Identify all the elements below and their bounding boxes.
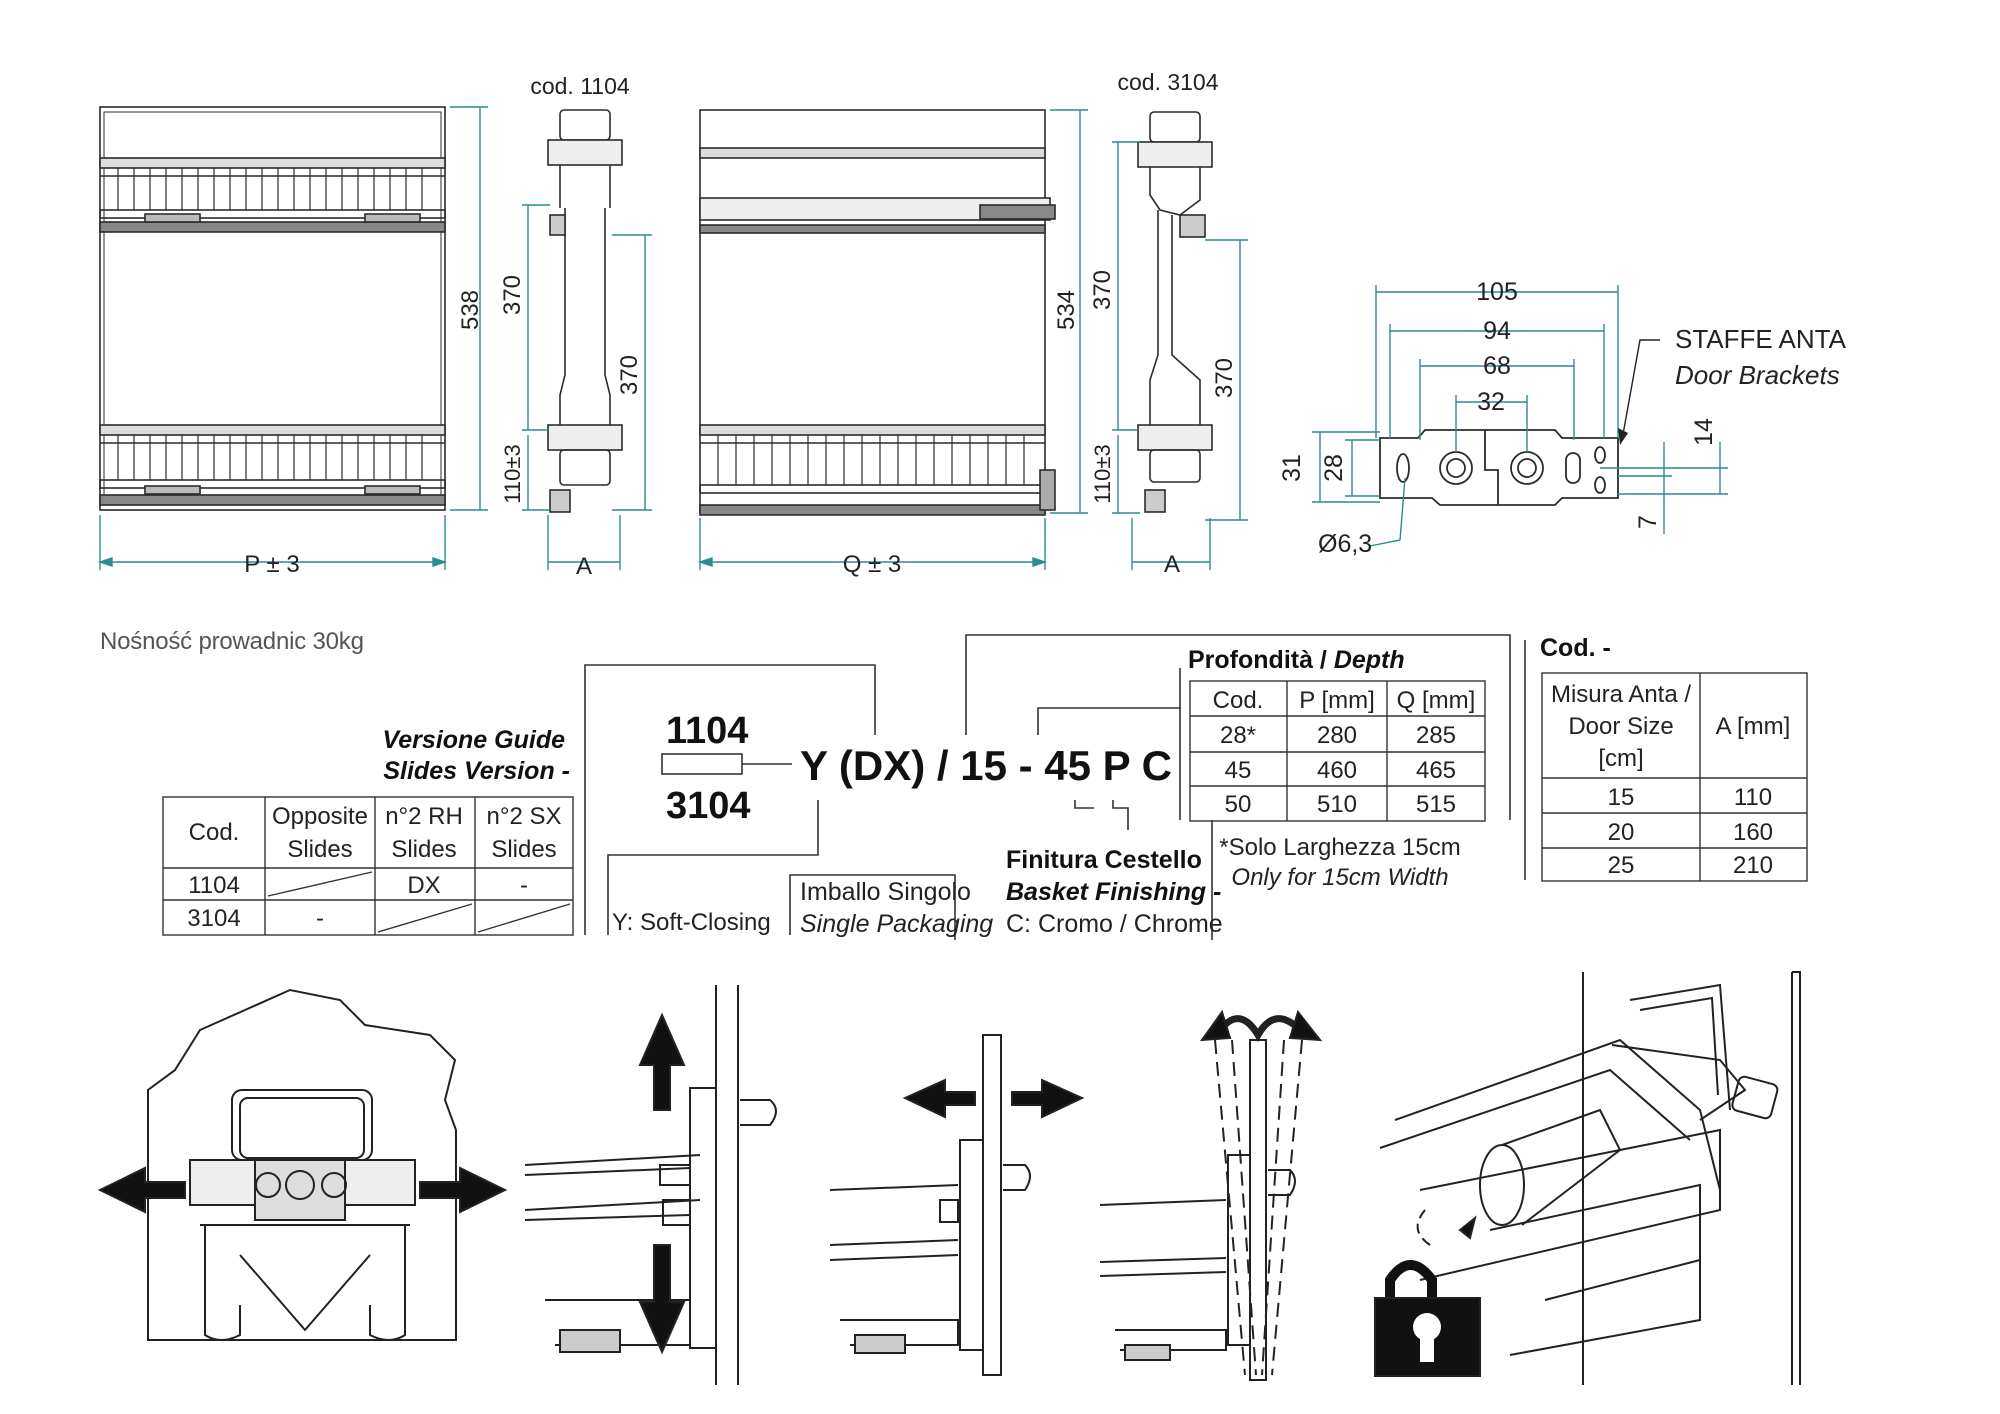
bracket-dim-32: 32 xyxy=(1477,388,1505,416)
basket-front-view-1104 xyxy=(99,106,446,511)
basket-front-view-3104 xyxy=(699,109,1056,516)
dim-370-b: 370 xyxy=(616,355,643,395)
depth-r3-cod: 50 xyxy=(1225,791,1252,818)
dim-370-d: 370 xyxy=(1211,358,1238,398)
finish-en: Basket Finishing - xyxy=(1006,878,1221,906)
bracket-dim-7: 7 xyxy=(1634,515,1662,529)
depth-h-q: Q [mm] xyxy=(1397,687,1476,714)
code-label-1104: cod. 1104 xyxy=(530,73,630,99)
bracket-dim-28: 28 xyxy=(1320,454,1348,482)
side-view-3104 xyxy=(1137,111,1213,513)
sv-r1-rh: DX xyxy=(407,872,440,899)
depth-r3-q: 515 xyxy=(1416,791,1456,818)
sv-h-opp-1: Opposite xyxy=(272,803,368,830)
bracket-dim-105: 105 xyxy=(1476,278,1518,306)
sv-r1-sx: - xyxy=(520,872,528,899)
dimensions-1104 xyxy=(97,106,488,570)
door-h-1c: [cm] xyxy=(1598,745,1643,772)
bracket-title: STAFFE ANTA xyxy=(1675,324,1847,354)
door-r1-size: 15 xyxy=(1608,784,1635,811)
side-dims-1104 xyxy=(522,204,652,570)
sv-r1-cod: 1104 xyxy=(188,872,240,899)
side-view-1104 xyxy=(547,109,623,513)
bracket-dim-68: 68 xyxy=(1483,352,1511,380)
bracket-subtitle: Door Brackets xyxy=(1675,360,1840,390)
depth-h-p: P [mm] xyxy=(1299,687,1375,714)
code-label-3104: cod. 3104 xyxy=(1117,69,1218,95)
depth-r2-cod: 45 xyxy=(1225,757,1252,784)
door-h-1a: Misura Anta / xyxy=(1551,681,1691,708)
door-bracket-drawing xyxy=(1379,429,1619,506)
door-h-1b: Door Size xyxy=(1568,713,1673,740)
guide-load-note: Nośność prowadnic 30kg xyxy=(100,628,364,655)
slides-version-table xyxy=(162,796,574,936)
soft-closing: Y: Soft-Closing xyxy=(612,909,771,936)
bracket-dimensions xyxy=(1312,285,1728,547)
door-r3-size: 25 xyxy=(1608,852,1635,879)
code-suffix: Y (DX) / 15 - 45 P C xyxy=(800,742,1172,789)
depth-r3-p: 510 xyxy=(1317,791,1357,818)
code-3104: 3104 xyxy=(666,785,751,827)
slides-version-title-it: Versione Guide xyxy=(383,726,566,754)
depth-title: Profondità / Depth xyxy=(1188,646,1405,674)
tilt-adjustment-illustration xyxy=(1099,1009,1323,1381)
dim-a-1: A xyxy=(576,553,592,580)
sv-h-cod: Cod. xyxy=(189,819,240,846)
code-scheme: 1104 3104 Y (DX) / 15 - 45 P C Versione … xyxy=(160,630,1820,940)
depth-r1-p: 280 xyxy=(1317,722,1357,749)
bracket-dim-31: 31 xyxy=(1278,454,1306,482)
bracket-dim-14: 14 xyxy=(1690,418,1718,446)
depth-table xyxy=(1189,680,1486,822)
dim-534: 534 xyxy=(1053,290,1080,330)
bracket-hole: Ø6,3 xyxy=(1318,530,1372,558)
lateral-adjustment-illustration xyxy=(97,988,508,1341)
bracket-dim-94: 94 xyxy=(1483,317,1511,345)
door-size-table xyxy=(1541,672,1808,882)
sv-h-rh-1: n°2 RH xyxy=(385,803,463,830)
door-r3-a: 210 xyxy=(1733,852,1773,879)
depth-r2-q: 465 xyxy=(1416,757,1456,784)
vertical-adjustment-illustration xyxy=(524,985,777,1385)
dim-370-a: 370 xyxy=(499,275,526,315)
depth-h-cod: Cod. xyxy=(1213,687,1264,714)
dim-110-b: 110±3 xyxy=(1090,444,1115,503)
finish-value: C: Cromo / Chrome xyxy=(1006,910,1223,938)
depth-r1-cod: 28* xyxy=(1220,722,1256,749)
side-dims-3104 xyxy=(1112,141,1248,570)
sv-h-sx-1: n°2 SX xyxy=(487,803,562,830)
lock-illustration xyxy=(1374,971,1801,1385)
dim-a-2: A xyxy=(1164,551,1180,578)
packaging-en: Single Packaging xyxy=(800,910,993,938)
sv-h-opp-2: Slides xyxy=(287,836,352,863)
dim-110: 110±3 xyxy=(500,444,525,503)
dimensions-3104 xyxy=(697,109,1088,570)
sv-h-sx-2: Slides xyxy=(491,836,556,863)
door-h-2: A [mm] xyxy=(1716,713,1791,740)
dim-538: 538 xyxy=(457,290,484,330)
door-title: Cod. - xyxy=(1540,634,1611,662)
door-r1-a: 110 xyxy=(1734,784,1772,811)
dim-p: P ± 3 xyxy=(244,551,299,578)
door-r2-size: 20 xyxy=(1608,819,1635,846)
sv-r2-opp: - xyxy=(316,905,324,932)
depth-footnote-it: *Solo Larghezza 15cm xyxy=(1219,834,1460,861)
sv-h-rh-2: Slides xyxy=(391,836,456,863)
dim-370-c: 370 xyxy=(1089,270,1116,310)
packaging-it: Imballo Singolo xyxy=(800,878,971,906)
code-1104: 1104 xyxy=(666,710,748,752)
depth-footnote-en: Only for 15cm Width xyxy=(1231,864,1448,891)
slides-version-title-en: Slides Version - xyxy=(383,757,570,785)
dim-q: Q ± 3 xyxy=(843,551,902,578)
sv-r2-cod: 3104 xyxy=(187,905,240,932)
depth-r1-q: 285 xyxy=(1416,722,1456,749)
door-r2-a: 160 xyxy=(1733,819,1773,846)
depth-adjustment-illustration xyxy=(829,1034,1085,1376)
depth-r2-p: 460 xyxy=(1317,757,1357,784)
finish-it: Finitura Cestello xyxy=(1006,846,1202,874)
